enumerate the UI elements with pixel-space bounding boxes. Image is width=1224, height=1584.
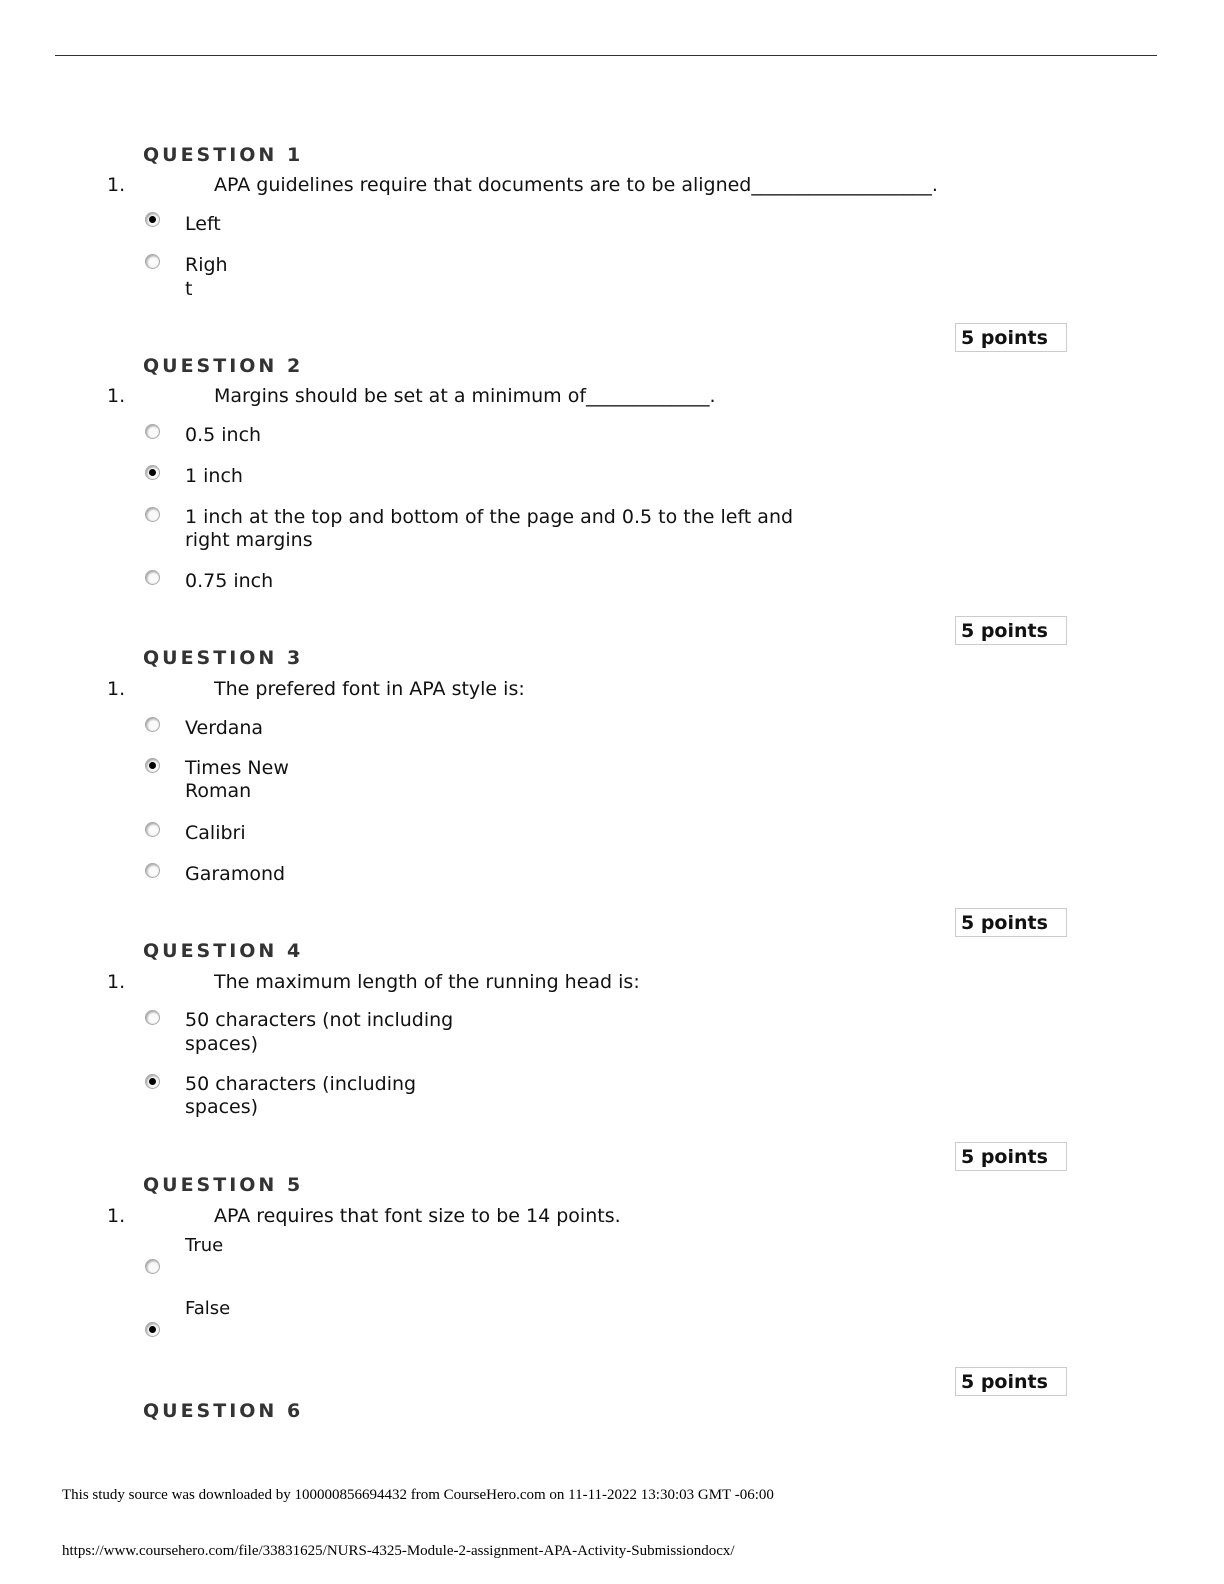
question-4-header: QUESTION 4 [143, 940, 304, 962]
radio-q3-calibri[interactable] [145, 822, 160, 837]
question-2-text: Margins should be set at a minimum of___… [214, 385, 716, 407]
question-5-header: QUESTION 5 [143, 1174, 304, 1196]
points-badge: 5 points [955, 323, 1067, 352]
question-4-number: 1. [107, 971, 126, 993]
radio-q2-1-inch[interactable] [145, 465, 160, 480]
option-label: Left [185, 213, 221, 235]
option-label: 50 characters (not including spaces) [185, 1009, 454, 1055]
option-label: Righ t [185, 254, 228, 300]
radio-q2-0-5-inch[interactable] [145, 424, 160, 439]
question-1-number: 1. [107, 174, 126, 196]
option-label: True [185, 1235, 224, 1256]
top-rule [55, 55, 1157, 56]
question-6-header: QUESTION 6 [143, 1400, 304, 1422]
points-badge: 5 points [955, 908, 1067, 937]
radio-q4-not-including[interactable] [145, 1010, 160, 1025]
question-1-header: QUESTION 1 [143, 144, 304, 166]
option-label: 1 inch at the top and bottom of the page… [185, 506, 794, 551]
option-label: 0.75 inch [185, 570, 274, 592]
question-2-header: QUESTION 2 [143, 355, 304, 377]
option-label: 50 characters (including spaces) [185, 1073, 417, 1118]
radio-q5-false[interactable] [145, 1322, 160, 1337]
source-url[interactable]: https://www.coursehero.com/file/33831625… [62, 1543, 735, 1559]
question-5-number: 1. [107, 1205, 126, 1227]
radio-q2-mixed[interactable] [145, 507, 160, 522]
question-4-text: The maximum length of the running head i… [214, 971, 640, 993]
option-label: Garamond [185, 863, 286, 885]
points-badge: 5 points [955, 1367, 1067, 1396]
option-label: False [185, 1298, 231, 1319]
radio-q3-verdana[interactable] [145, 717, 160, 732]
radio-q2-0-75-inch[interactable] [145, 570, 160, 585]
points-badge: 5 points [955, 616, 1067, 645]
radio-q3-garamond[interactable] [145, 863, 160, 878]
question-1-text: APA guidelines require that documents ar… [214, 174, 938, 196]
radio-q4-including[interactable] [145, 1074, 160, 1089]
option-label: 1 inch [185, 465, 243, 487]
question-3-number: 1. [107, 678, 126, 700]
radio-q5-true[interactable] [145, 1259, 160, 1274]
radio-q1-left[interactable] [145, 212, 160, 227]
question-5-text: APA requires that font size to be 14 poi… [214, 1205, 621, 1227]
option-label: Times New Roman [185, 757, 289, 802]
radio-q3-times[interactable] [145, 758, 160, 773]
question-3-header: QUESTION 3 [143, 647, 304, 669]
download-note: This study source was downloaded by 1000… [62, 1487, 774, 1503]
question-3-text: The prefered font in APA style is: [214, 678, 525, 700]
points-badge: 5 points [955, 1142, 1067, 1171]
option-label: 0.5 inch [185, 424, 262, 446]
radio-q1-right[interactable] [145, 254, 160, 269]
question-2-number: 1. [107, 385, 126, 407]
option-label: Verdana [185, 717, 264, 739]
option-label: Calibri [185, 822, 246, 844]
